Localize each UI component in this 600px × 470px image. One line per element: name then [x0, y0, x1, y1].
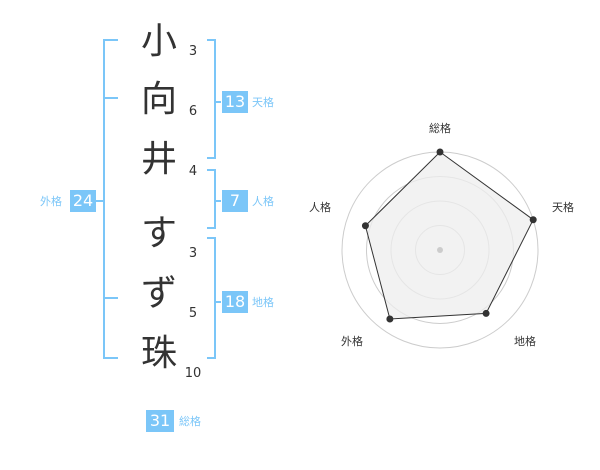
jinkaku-bracket — [207, 169, 221, 229]
gaikaku-label: 外格 — [40, 195, 62, 208]
stroke-count-5: 5 — [188, 306, 198, 321]
radar-label-jinkaku: 人格 — [309, 201, 331, 214]
chikaku-badge: 18 — [222, 291, 248, 313]
jinkaku-label: 人格 — [252, 195, 274, 208]
chikaku-label: 地格 — [252, 296, 274, 309]
chikaku-bracket — [207, 237, 221, 359]
soukaku-label: 総格 — [179, 415, 201, 428]
jinkaku-badge: 7 — [222, 190, 248, 212]
name-char-4: す — [140, 213, 177, 254]
radar-point-2 — [529, 216, 537, 224]
tenkaku-badge: 13 — [222, 91, 248, 113]
gaikaku-badge: 24 — [70, 190, 96, 212]
radar-label-chikaku: 地格 — [514, 335, 536, 348]
name-char-1: 小 — [140, 21, 177, 62]
name-char-3: 井 — [140, 139, 177, 180]
radar-point-4 — [386, 315, 394, 323]
soukaku-badge: 31 — [146, 410, 174, 432]
tenkaku-label: 天格 — [252, 96, 274, 109]
gaikaku-bracket — [96, 39, 118, 359]
tenkaku-bracket — [207, 39, 221, 159]
radar-score-polygon — [364, 151, 534, 320]
name-char-2: 向 — [140, 79, 177, 120]
stroke-count-4: 3 — [188, 246, 198, 261]
radar-label-gaikaku: 外格 — [341, 335, 363, 348]
radar-point-5 — [361, 222, 369, 230]
stroke-count-6: 10 — [184, 366, 202, 381]
radar-label-soukaku: 総格 — [429, 122, 451, 135]
radar-center-dot — [437, 247, 443, 253]
name-char-5: ず — [140, 273, 177, 314]
stroke-count-1: 3 — [188, 44, 198, 59]
radar-point-3 — [482, 309, 490, 317]
stroke-count-3: 4 — [188, 164, 198, 179]
name-char-6: 珠 — [140, 333, 177, 374]
radar-label-tenkaku: 天格 — [552, 201, 574, 214]
radar-point-1 — [436, 148, 444, 156]
stroke-count-2: 6 — [188, 104, 198, 119]
